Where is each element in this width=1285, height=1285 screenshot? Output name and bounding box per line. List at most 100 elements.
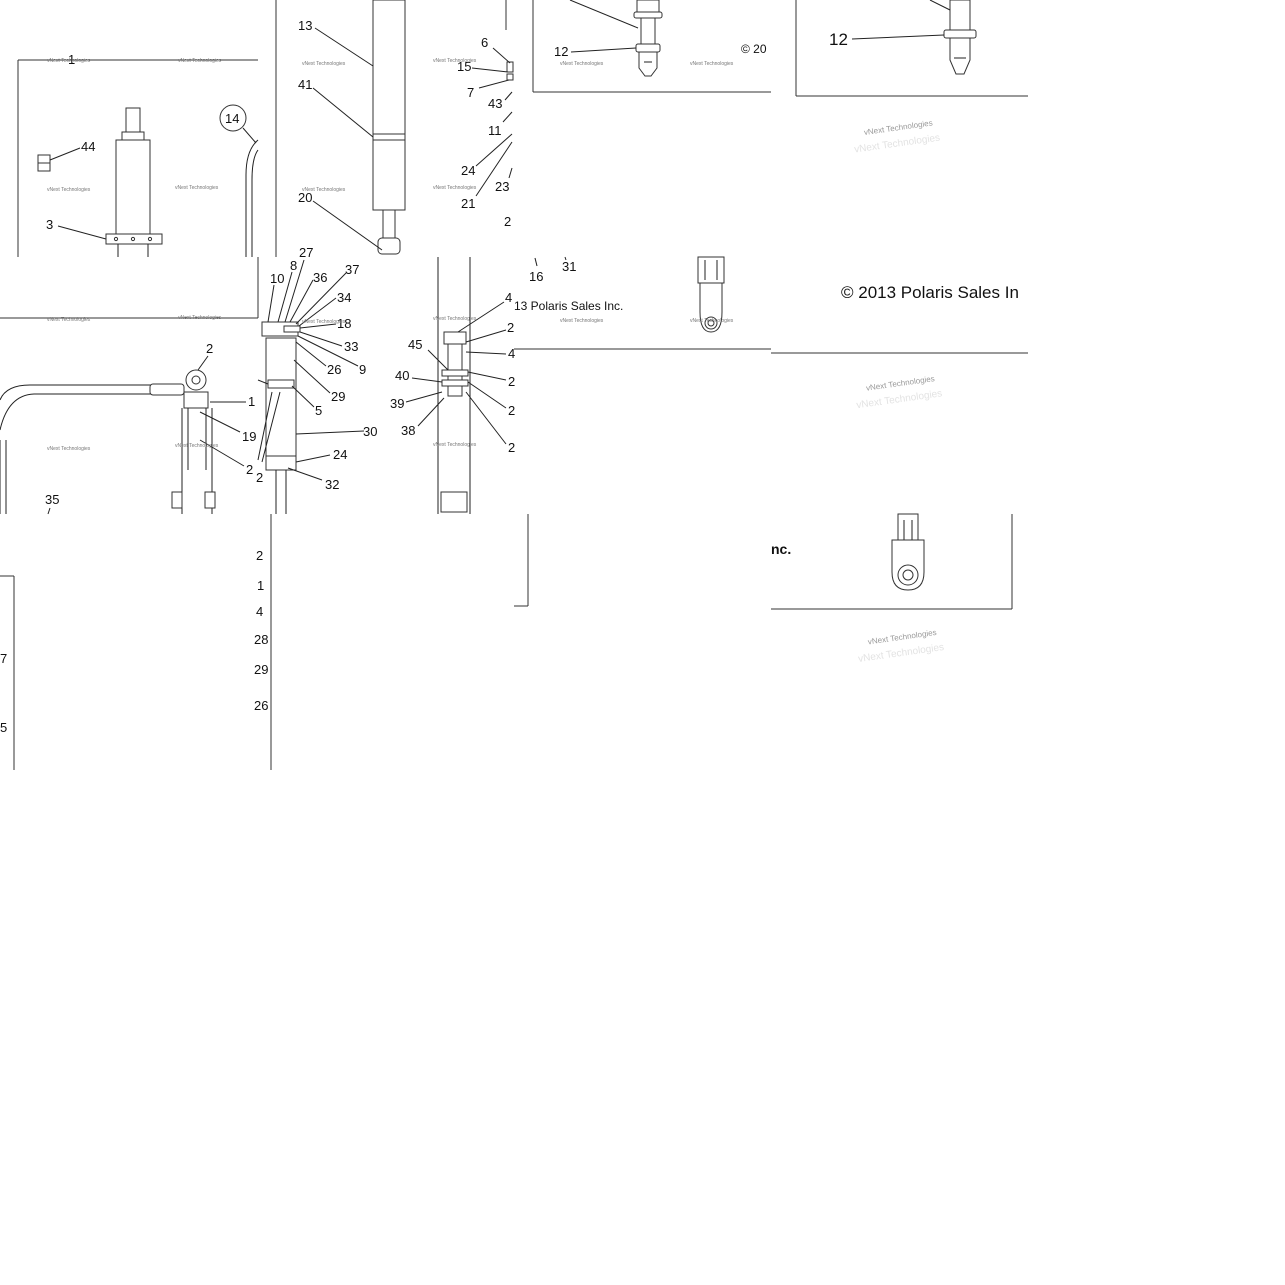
collar-hole bbox=[113, 236, 119, 242]
part-label-36: 36 bbox=[313, 270, 327, 285]
shaft-rod bbox=[382, 209, 396, 241]
part-label-38: 38 bbox=[401, 423, 415, 438]
shaft-lower-tube bbox=[372, 139, 406, 211]
part-label-14: 14 bbox=[225, 111, 239, 126]
leader-line bbox=[569, 0, 639, 29]
leader-line bbox=[197, 355, 209, 371]
part-label-39: 39 bbox=[390, 396, 404, 411]
part-label-25: 2 bbox=[246, 462, 253, 477]
watermark-text: vNext Technologies bbox=[302, 319, 346, 325]
part-label-r4: 2 bbox=[508, 403, 515, 418]
leader-line bbox=[478, 79, 510, 89]
hose-clamp bbox=[183, 391, 209, 409]
part-label-5: 5 bbox=[0, 720, 7, 735]
watermark-text: vNext Technologies bbox=[690, 318, 734, 324]
leader-line bbox=[405, 391, 443, 403]
leader-line bbox=[467, 381, 507, 409]
part-label-12: 12 bbox=[829, 30, 848, 49]
part-label-27: 27 bbox=[299, 245, 313, 260]
diagram-tile-lower-eyelet: 16 31 13 Polaris Sales Inc. vNext Techno… bbox=[514, 256, 771, 350]
diagram-tile-reservoir: 10 8 27 36 37 34 18 33 9 26 29 5 30 24 3… bbox=[256, 245, 377, 514]
collar-hole bbox=[130, 236, 136, 242]
part-label-10: 10 bbox=[270, 271, 284, 286]
part-label-3: 3 bbox=[46, 217, 53, 232]
part-label-26: 26 bbox=[254, 698, 268, 713]
bolt-part bbox=[506, 61, 514, 73]
reservoir-hose bbox=[0, 393, 172, 431]
part-label-r1: 2 bbox=[507, 320, 514, 335]
leader-line bbox=[564, 256, 567, 261]
reservoir-piston bbox=[267, 379, 295, 389]
reservoir-end bbox=[265, 455, 297, 471]
leader-line bbox=[299, 323, 337, 329]
piston-washer bbox=[441, 379, 469, 387]
diagram-tile-shock-body: 1 44 3 14 vNext Technologies vNext Techn… bbox=[17, 52, 259, 257]
shaft-segment bbox=[640, 17, 656, 45]
part-label-24: 24 bbox=[333, 447, 347, 462]
leader-line bbox=[475, 133, 513, 167]
watermark-text: vNext Technologies bbox=[47, 187, 91, 193]
part-label-23: 23 bbox=[495, 179, 509, 194]
eyelet-shaft bbox=[697, 256, 725, 284]
watermark-text: vNext Technologies bbox=[690, 61, 734, 67]
leader-line bbox=[57, 225, 107, 240]
copyright-fragment: nc. bbox=[771, 541, 791, 557]
leader-line bbox=[570, 47, 637, 53]
part-label-34: 34 bbox=[337, 290, 351, 305]
leader-line bbox=[295, 454, 331, 463]
eyelet-hole bbox=[902, 569, 914, 581]
leader-line bbox=[287, 467, 323, 481]
leader-line bbox=[508, 167, 513, 179]
part-label-11: 11 bbox=[488, 123, 502, 138]
leader-line bbox=[199, 439, 245, 467]
shaft-segment bbox=[636, 0, 660, 13]
part-label-9: 9 bbox=[359, 362, 366, 377]
shock-foot bbox=[204, 491, 216, 509]
shock-shaft bbox=[125, 107, 141, 135]
nut-part bbox=[37, 154, 51, 164]
part-label-r5: 2 bbox=[508, 440, 515, 455]
hose-banjo-hole bbox=[191, 375, 201, 385]
shock-body bbox=[115, 139, 151, 237]
part-label-13: 13 bbox=[298, 18, 312, 33]
part-label-19: 19 bbox=[242, 429, 256, 444]
part-label-5: 5 bbox=[315, 403, 322, 418]
part-label-30: 30 bbox=[363, 424, 377, 439]
shock-foot bbox=[171, 491, 183, 509]
part-label-8: 8 bbox=[290, 258, 297, 273]
eyelet-hole bbox=[707, 319, 715, 327]
leader-line bbox=[277, 271, 293, 323]
part-label-24: 24 bbox=[461, 163, 475, 178]
diagram-tile-eyelet-top: 12 © 20 vNext Technologies vNext Technol… bbox=[532, 0, 771, 93]
shock-cap bbox=[121, 131, 145, 141]
leader-line bbox=[457, 301, 505, 333]
watermark-stamp: vNext Technologies vNext Technologies bbox=[858, 628, 945, 665]
leader-line bbox=[411, 377, 443, 383]
watermark-text: vNext Technologies bbox=[175, 185, 219, 191]
leader-line bbox=[471, 67, 509, 73]
leader-line bbox=[291, 385, 315, 408]
diagram-tile-eyelet-right: 12 vNext Technologies vNext Technologies bbox=[795, 0, 1028, 155]
watermark-text: vNext Technologies bbox=[47, 446, 91, 452]
leader-line bbox=[298, 297, 337, 327]
part-label-2: 2 bbox=[256, 470, 263, 485]
leader-line bbox=[257, 379, 269, 385]
part-label-41: 41 bbox=[298, 77, 312, 92]
part-label-1: 1 bbox=[248, 394, 255, 409]
leader-line bbox=[417, 397, 445, 427]
diagram-tile-lower-labels: 2 1 4 28 29 26 bbox=[254, 514, 272, 770]
bolt-part bbox=[506, 73, 514, 81]
copyright-fragment: 13 Polaris Sales Inc. bbox=[514, 299, 623, 313]
shaft-segment bbox=[949, 0, 971, 31]
leader-line bbox=[314, 27, 374, 67]
watermark-text: vNext Technologies bbox=[433, 316, 477, 322]
part-label-12: 12 bbox=[554, 44, 568, 59]
part-label-r2: 4 bbox=[508, 346, 515, 361]
part-label-20: 20 bbox=[298, 190, 312, 205]
leader-line bbox=[49, 147, 81, 161]
diagram-tile-lower-left: 7 5 bbox=[0, 575, 15, 770]
leader-line bbox=[295, 430, 365, 435]
leader-line bbox=[427, 349, 449, 371]
watermark-text: vNext Technologies bbox=[433, 58, 477, 64]
